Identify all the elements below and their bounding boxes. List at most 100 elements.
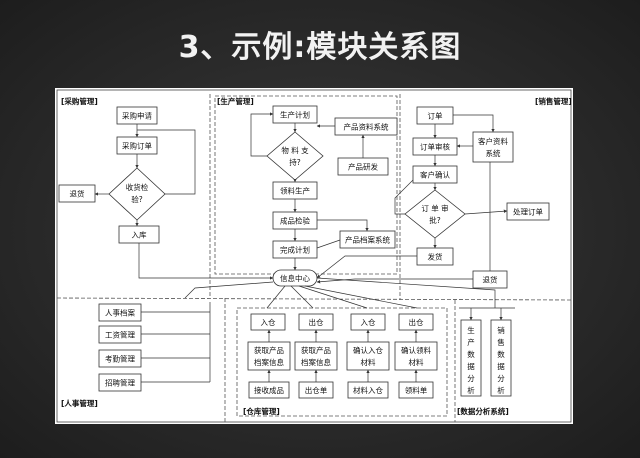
line-info-wh2 xyxy=(290,285,314,309)
purchase-order-node[interactable]: 采购订单 xyxy=(116,136,158,155)
warehouse-in-2-node[interactable]: 入仓 xyxy=(350,313,386,331)
salary-mgmt-node[interactable]: 工资管理 xyxy=(98,325,142,344)
svg-text:采购申请: 采购申请 xyxy=(122,111,152,121)
purchase-request-node[interactable]: 采购申请 xyxy=(116,106,158,125)
confirm-in-material-node[interactable]: 确认入仓 材料 xyxy=(346,341,390,371)
svg-text:订单审核: 订单审核 xyxy=(420,142,450,152)
section-label-hr: [人事管理] xyxy=(61,398,98,408)
svg-text:获取产品: 获取产品 xyxy=(254,345,284,355)
analysis-prod-ch5: 析 xyxy=(467,385,475,395)
svg-text:领料生产: 领料生产 xyxy=(280,186,310,196)
hr-records-node[interactable]: 人事档案 xyxy=(98,303,142,322)
customer-confirm-node[interactable]: 客户确认 xyxy=(412,165,458,184)
section-label-production: [生产管理] xyxy=(217,96,254,106)
arrow-order-customersys xyxy=(453,114,495,133)
material-in-node[interactable]: 材料入仓 xyxy=(347,381,389,399)
material-pick-production-node[interactable]: 领料生产 xyxy=(272,181,318,200)
line-info-analysis xyxy=(316,277,496,308)
arrow-approve-process xyxy=(464,209,508,215)
slide-title: 3、示例:模块关系图 xyxy=(178,30,462,65)
ship-node[interactable]: 发货 xyxy=(416,247,454,266)
production-plan-node[interactable]: 生产计划 xyxy=(272,105,318,124)
customer-info-system-node[interactable]: 客户资料 系统 xyxy=(472,131,514,163)
sales-return-node[interactable]: 退货 xyxy=(472,270,508,289)
line-inspect-feedback xyxy=(137,129,196,195)
svg-text:发货: 发货 xyxy=(428,252,443,262)
get-product-info-2-node[interactable]: 获取产品 档案信息 xyxy=(294,341,338,371)
section-label-purchase: [采购管理] xyxy=(61,96,98,106)
analysis-sales-ch1: 售 xyxy=(497,337,505,347)
svg-text:退货: 退货 xyxy=(483,275,498,285)
purchase-return-node[interactable]: 退货 xyxy=(58,184,96,203)
svg-text:出仓单: 出仓单 xyxy=(305,385,328,395)
svg-text:客户确认: 客户确认 xyxy=(420,170,450,180)
hiring-mgmt-node[interactable]: 招聘管理 xyxy=(98,373,142,392)
svg-text:出仓: 出仓 xyxy=(309,317,324,327)
analysis-prod-ch1: 产 xyxy=(467,337,475,347)
svg-text:人事档案: 人事档案 xyxy=(105,308,135,318)
attendance-mgmt-node[interactable]: 考勤管理 xyxy=(98,349,142,368)
stock-in-node[interactable]: 入库 xyxy=(118,225,160,244)
receipt-inspection-decision[interactable]: 收货检 验? xyxy=(108,167,166,221)
svg-text:系统: 系统 xyxy=(486,148,501,158)
arrow-return-info xyxy=(316,278,473,284)
arrow-ship-info xyxy=(316,255,417,279)
svg-text:物 料 支: 物 料 支 xyxy=(281,145,309,155)
analysis-prod-ch4: 分 xyxy=(467,374,475,383)
get-product-info-1-node[interactable]: 获取产品 档案信息 xyxy=(247,341,291,371)
product-archive-system-node[interactable]: 产品档案系统 xyxy=(339,230,396,249)
line-info-wh1 xyxy=(266,285,286,309)
svg-text:出仓: 出仓 xyxy=(409,317,424,327)
section-label-warehouse: [仓库管理] xyxy=(243,406,280,416)
order-approval-decision[interactable]: 订 单 审 批? xyxy=(404,189,466,239)
warehouse-in-1-node[interactable]: 入仓 xyxy=(250,313,286,331)
out-slip-node[interactable]: 出仓单 xyxy=(298,381,334,399)
svg-text:工资管理: 工资管理 xyxy=(105,330,135,340)
analysis-sales-ch3: 据 xyxy=(497,362,505,371)
order-review-node[interactable]: 订单审核 xyxy=(412,137,458,156)
analysis-prod-ch0: 生 xyxy=(467,325,475,335)
production-data-analysis-node[interactable]: 生 产 数 据 分 析 xyxy=(460,319,482,397)
module-diagram: [采购管理] [生产管理] [销售管理] [人事管理] [仓库管理] [数据分析… xyxy=(55,88,573,424)
svg-text:入仓: 入仓 xyxy=(261,317,276,327)
arrow-qc-archive xyxy=(317,219,369,232)
analysis-sales-ch0: 销 xyxy=(497,325,505,335)
pick-slip-node[interactable]: 领料单 xyxy=(398,381,434,399)
line-info-wh4 xyxy=(304,285,418,309)
outer-frame xyxy=(56,89,572,423)
material-support-decision[interactable]: 物 料 支 持? xyxy=(266,131,324,181)
warehouse-inner-frame xyxy=(236,307,448,417)
svg-text:订 单 审: 订 单 审 xyxy=(421,203,448,213)
svg-text:采购订单: 采购订单 xyxy=(122,141,152,151)
line-info-wh3 xyxy=(298,285,368,309)
line-archive-done xyxy=(316,239,341,249)
analysis-sales-ch2: 数 xyxy=(497,349,505,359)
svg-text:接收成品: 接收成品 xyxy=(254,385,284,395)
arrow-stockin-info xyxy=(138,243,274,280)
receive-product-node[interactable]: 接收成品 xyxy=(248,381,290,399)
svg-text:获取产品: 获取产品 xyxy=(301,345,331,355)
sales-data-analysis-node[interactable]: 销 售 数 据 分 析 xyxy=(490,319,512,397)
section-label-analysis: [数据分析系统] xyxy=(457,406,509,416)
svg-text:产品档案系统: 产品档案系统 xyxy=(345,235,390,245)
svg-text:材料: 材料 xyxy=(409,357,424,367)
svg-text:确认入仓: 确认入仓 xyxy=(353,345,383,355)
section-label-sales: [销售管理] xyxy=(535,96,572,106)
svg-text:收货检: 收货检 xyxy=(126,182,149,192)
sales-order-node[interactable]: 订单 xyxy=(416,106,454,125)
svg-text:材料: 材料 xyxy=(361,357,376,367)
plan-complete-node[interactable]: 完成计划 xyxy=(272,240,318,259)
product-qc-node[interactable]: 成品检验 xyxy=(272,211,318,230)
info-center-node[interactable]: 信息中心 xyxy=(272,269,318,287)
warehouse-out-1-node[interactable]: 出仓 xyxy=(298,313,334,331)
svg-text:持?: 持? xyxy=(289,157,300,167)
confirm-pick-material-node[interactable]: 确认领料 材料 xyxy=(394,341,438,371)
svg-text:材料入仓: 材料入仓 xyxy=(353,385,383,395)
svg-text:入库: 入库 xyxy=(132,230,147,240)
arrow-material-plan-loop xyxy=(250,112,274,157)
warehouse-out-2-node[interactable]: 出仓 xyxy=(398,313,434,331)
product-rnd-node[interactable]: 产品研发 xyxy=(337,157,389,176)
product-info-system-node[interactable]: 产品资料系统 xyxy=(334,117,398,136)
analysis-sales-ch5: 析 xyxy=(497,385,505,395)
process-order-node[interactable]: 处理订单 xyxy=(506,202,550,221)
